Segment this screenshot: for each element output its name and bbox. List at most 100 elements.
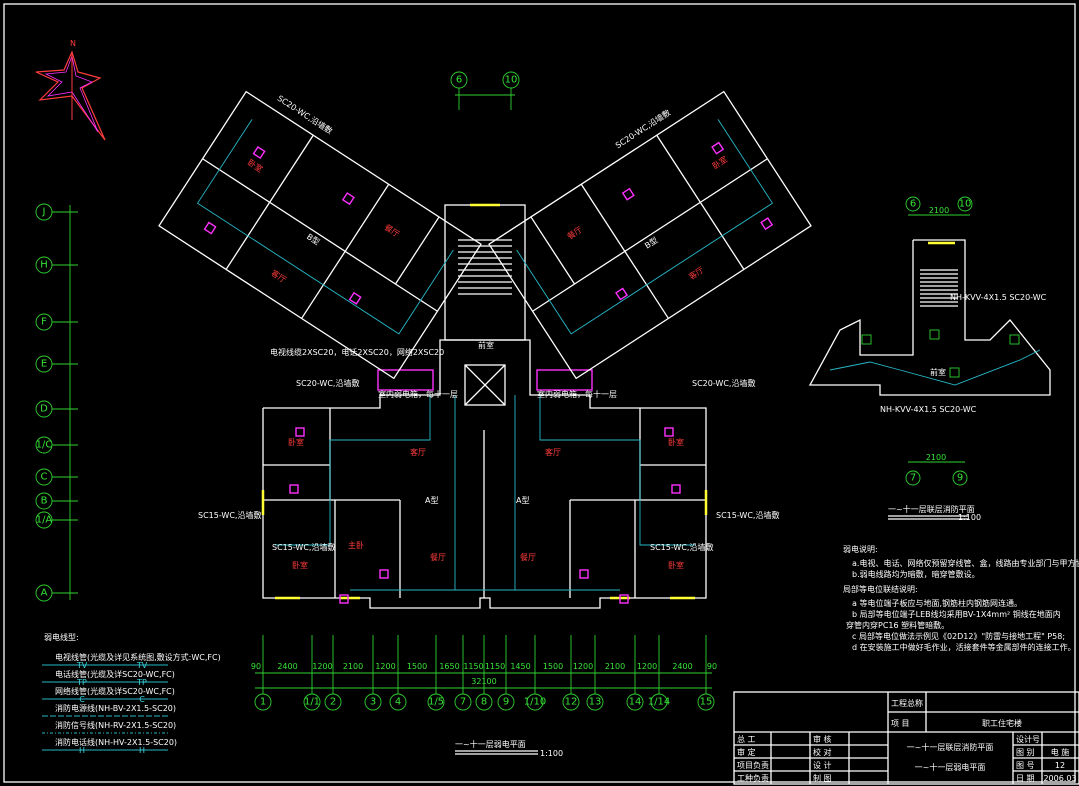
axis-bubble — [454, 693, 472, 711]
dimension-label: 2100 — [605, 662, 625, 671]
dimension-label: 1150 — [485, 662, 505, 671]
dimension-label: 90 — [707, 662, 717, 671]
svg-text:6: 6 — [910, 199, 916, 210]
axis-bubble — [586, 693, 604, 711]
svg-text:卧室: 卧室 — [246, 157, 265, 174]
svg-text:一~十一层弱电平面: 一~十一层弱电平面 — [455, 739, 526, 749]
svg-text:主卧: 主卧 — [348, 540, 364, 550]
axis-bubble — [324, 693, 342, 711]
svg-text:室内弱电箱，每十一层: 室内弱电箱，每十一层 — [378, 389, 458, 399]
svg-text:餐厅: 餐厅 — [566, 225, 584, 241]
axis-label: 1/14 — [648, 697, 670, 708]
axis-bubble — [562, 693, 580, 711]
svg-text:前室: 前室 — [478, 340, 494, 350]
note-item: a.电视、电话、网络仅预留穿线管、盒，线路由专业部门与甲方协商后施工。 — [852, 558, 1079, 568]
svg-text:一~十一层联层消防平面: 一~十一层联层消防平面 — [888, 504, 975, 514]
axis-label: 1 — [260, 697, 266, 708]
svg-text:SC15-WC,沿墙敷: SC15-WC,沿墙敷 — [198, 510, 261, 520]
axis-bubble — [475, 693, 493, 711]
role-label: 工种负责 — [737, 773, 769, 783]
axis-bubble — [389, 693, 407, 711]
axis-bubble — [254, 693, 272, 711]
axis-label: 9 — [503, 697, 509, 708]
axis-bubble — [303, 693, 321, 711]
dimension-label: 2400 — [277, 662, 297, 671]
svg-text:弱电线型:: 弱电线型: — [44, 632, 79, 642]
meta-label: 图 号 — [1016, 761, 1035, 770]
svg-text:客厅: 客厅 — [269, 268, 288, 285]
axis-label: C — [41, 472, 48, 483]
role-label: 项目负责 — [737, 760, 769, 770]
meta-value: 2006.03 — [1043, 774, 1076, 783]
svg-text:N: N — [70, 39, 76, 48]
axis-label: 7 — [460, 697, 466, 708]
axis-label: 3 — [370, 697, 376, 708]
note-item: a 等电位端子板应与地面,钢筋柱内钢筋网连通。 — [852, 598, 1022, 608]
legend-code: H — [139, 746, 145, 755]
dimension-label: 1200 — [637, 662, 657, 671]
role-label: 审 定 — [737, 747, 756, 757]
notes-title: 弱电说明: — [843, 544, 878, 554]
unit-a-block: A型 A型 前室 卧室 客厅 卧室 餐厅 主卧 客厅 卧室 餐厅 卧室 SC20… — [198, 339, 779, 609]
svg-text:卧室: 卧室 — [710, 154, 729, 171]
axis-label: D — [40, 404, 48, 415]
axis-label: 1/5 — [428, 697, 444, 708]
svg-text:卧室: 卧室 — [288, 437, 304, 447]
svg-text:餐厅: 餐厅 — [520, 553, 536, 562]
axis-label: 1/C — [36, 440, 53, 451]
svg-text:客厅: 客厅 — [687, 264, 706, 281]
svg-text:6: 6 — [456, 75, 462, 86]
svg-text:职工住宅楼: 职工住宅楼 — [982, 718, 1022, 728]
svg-text:2100: 2100 — [929, 206, 949, 215]
svg-text:7: 7 — [910, 473, 916, 484]
dimension-label: 1200 — [573, 662, 593, 671]
note-item: b.弱电线路均为暗敷，暗穿管敷设。 — [852, 569, 980, 579]
legend-code: TV — [76, 661, 88, 670]
dimension-label: 1150 — [463, 662, 483, 671]
meta-value: 电 施 — [1051, 747, 1070, 757]
svg-text:1:100: 1:100 — [540, 749, 563, 758]
axis-label: 1/10 — [524, 697, 546, 708]
axis-bubble — [526, 693, 544, 711]
svg-text:NH-KVV-4X1.5 SC20-WC: NH-KVV-4X1.5 SC20-WC — [880, 405, 977, 414]
svg-text:2100: 2100 — [926, 453, 946, 462]
note-item: c 局部等电位做法示例见《02D12》"防雷与接地工程" P58; — [852, 631, 1065, 641]
svg-text:A型: A型 — [425, 496, 438, 505]
svg-text:SC20-WC,沿墙敷: SC20-WC,沿墙敷 — [296, 378, 359, 388]
svg-text:10: 10 — [505, 75, 518, 86]
axis-label: 1/A — [36, 515, 53, 526]
axis-label: B — [41, 496, 48, 507]
notes: 弱电说明: a.电视、电话、网络仅预留穿线管、盒，线路由专业部门与甲方协商后施工。… — [843, 544, 1079, 652]
legend-code: TP — [136, 678, 147, 687]
axis-label: 2 — [330, 697, 336, 708]
svg-text:客厅: 客厅 — [410, 447, 426, 457]
svg-text:卧室: 卧室 — [668, 437, 684, 447]
top-axis-grid: 6 10 — [450, 71, 520, 110]
notes-title: 局部等电位联结说明: — [843, 584, 918, 594]
dimension-label: 1500 — [407, 662, 427, 671]
svg-text:卧室: 卧室 — [668, 560, 684, 570]
legend-label: 网络线管(光缆及详SC20-WC,FC) — [55, 686, 175, 696]
legend-label: 电视线管(光缆及详见系统图,敷设方式:WC,FC) — [55, 652, 221, 662]
role-label: 设 计 — [813, 760, 832, 770]
svg-text:客厅: 客厅 — [545, 447, 561, 457]
axis-label: F — [41, 317, 47, 328]
axis-label: 14 — [629, 697, 642, 708]
unit-b-left-wing: B型 卧室 餐厅 客厅 SC20-WC,沿墙敷 — [158, 90, 482, 380]
fire-plan: 6 10 2100 前室 NH-KVV-4X1.5 SC20-WC NH-KVV… — [808, 196, 1051, 522]
note-item: d 在安装施工中做好毛作业，活接套件等金属部件的连接工作。 — [852, 642, 1076, 652]
svg-text:SC15-WC,沿墙敷: SC15-WC,沿墙敷 — [716, 510, 779, 520]
note-item: b 局部等电位端子LEB线均采用BV-1X4mm² 铜线在地面内 — [852, 609, 1061, 619]
axis-label: A — [41, 588, 48, 599]
axis-label: 15 — [700, 697, 713, 708]
main-title: 一~十一层弱电平面 1:100 — [455, 739, 563, 758]
axis-label: 1/1 — [304, 697, 320, 708]
meta-label: 图 别 — [1016, 748, 1035, 757]
axis-bubble — [427, 693, 445, 711]
dimension-label: 1650 — [439, 662, 459, 671]
core-stair — [444, 203, 526, 341]
role-label: 校 对 — [813, 747, 832, 757]
